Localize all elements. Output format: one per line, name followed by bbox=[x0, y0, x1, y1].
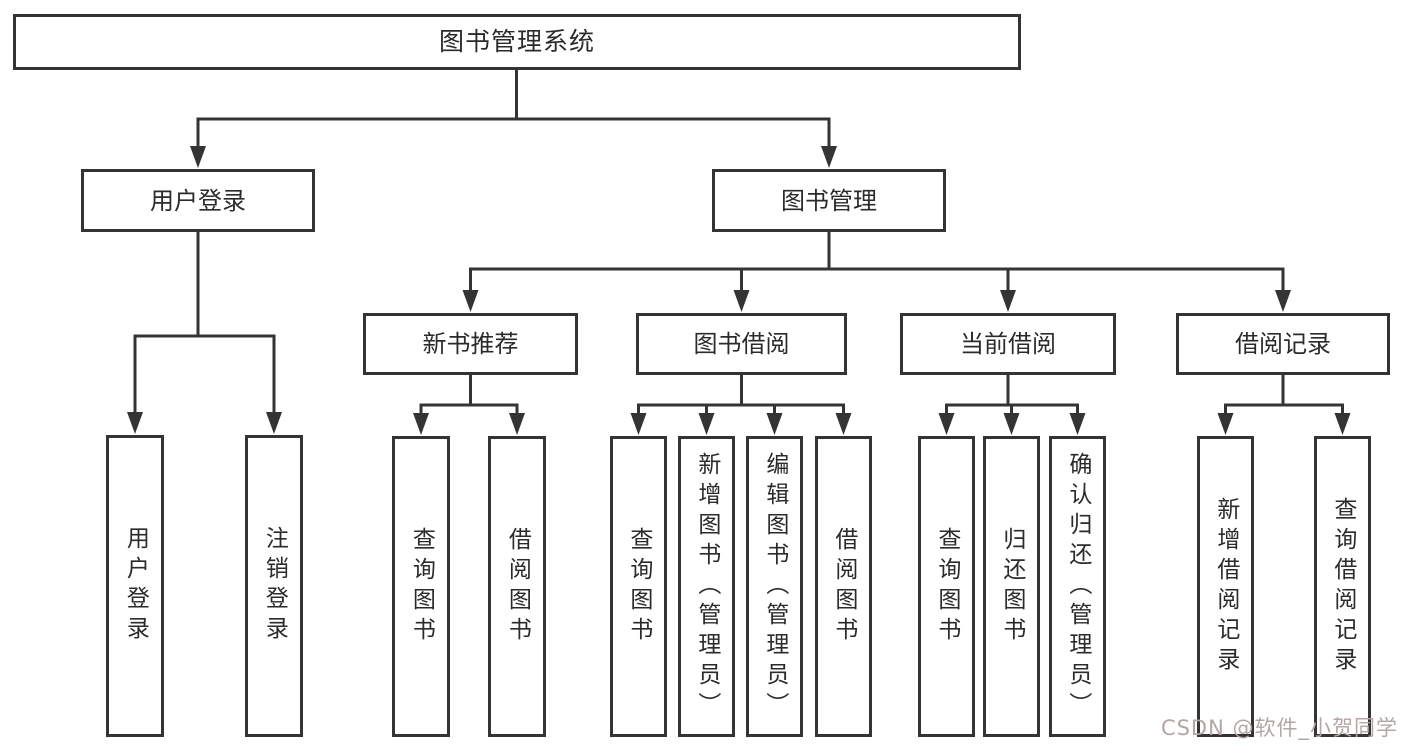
leaf-borrow-book-recommend: 借阅图书 bbox=[488, 436, 546, 737]
borrow-record-node: 借阅记录 bbox=[1176, 313, 1390, 375]
leaf-add-borrow-record: 新增借阅记录 bbox=[1197, 436, 1254, 737]
leaf-query-book: 查询图书 bbox=[610, 436, 667, 737]
arrowhead-icons bbox=[127, 146, 1351, 435]
book-management-node: 图书管理 bbox=[712, 169, 946, 232]
leaf-user-login: 用户登录 bbox=[106, 435, 164, 737]
leaf-edit-book-admin: 编辑图书（管理员） bbox=[746, 436, 803, 737]
current-borrow-node: 当前借阅 bbox=[900, 313, 1116, 375]
book-borrow-node: 图书借阅 bbox=[636, 313, 847, 375]
leaf-query-borrow-record: 查询借阅记录 bbox=[1314, 436, 1371, 737]
root-node-library-system: 图书管理系统 bbox=[13, 14, 1021, 70]
user-login-node: 用户登录 bbox=[81, 169, 315, 232]
new-book-recommend-node: 新书推荐 bbox=[363, 313, 578, 375]
leaf-return-book: 归还图书 bbox=[983, 436, 1040, 737]
leaf-query-current-book: 查询图书 bbox=[918, 436, 975, 737]
watermark-text: CSDN @软件_小贺同学 bbox=[1160, 716, 1398, 740]
leaf-confirm-return-admin: 确认归还（管理员） bbox=[1049, 436, 1106, 737]
leaf-logout: 注销登录 bbox=[245, 435, 303, 737]
leaf-query-book-recommend: 查询图书 bbox=[392, 436, 450, 737]
leaf-borrow-book: 借阅图书 bbox=[815, 436, 872, 737]
leaf-add-book-admin: 新增图书（管理员） bbox=[678, 436, 735, 737]
